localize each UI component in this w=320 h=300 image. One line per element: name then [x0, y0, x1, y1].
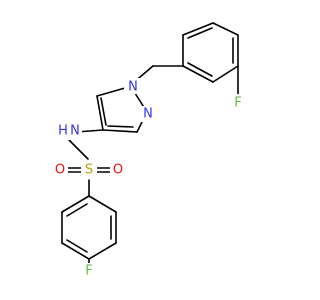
bond — [66, 203, 88, 217]
bond — [61, 195, 90, 213]
bond — [182, 22, 214, 36]
structure-drawing: N N H N S O O F F — [52, 22, 246, 279]
atom-n1: N — [128, 80, 138, 95]
atom-o-left: O — [55, 163, 65, 178]
bond — [212, 22, 239, 36]
bond — [61, 242, 90, 260]
bonds — [61, 22, 239, 267]
atom-nh-h: H — [58, 124, 68, 139]
bond — [88, 242, 117, 260]
bond — [182, 65, 214, 83]
bond — [102, 129, 138, 133]
bond — [187, 62, 213, 77]
atom-f-top: F — [234, 96, 241, 111]
bond — [68, 139, 89, 160]
atom-o-right: O — [113, 163, 123, 178]
bond — [187, 27, 213, 39]
atom-n2: N — [143, 107, 153, 122]
bond — [66, 239, 88, 253]
bond — [100, 97, 107, 126]
bond — [88, 195, 117, 213]
atom-f-bottom: F — [85, 264, 92, 279]
bond — [107, 125, 134, 128]
bond — [96, 95, 104, 131]
bond — [96, 87, 126, 97]
atom-nh-n: N — [70, 124, 80, 139]
bond — [212, 65, 239, 83]
molecule-diagram: N N H N S O O F F — [52, 22, 246, 279]
atom-s: S — [85, 163, 93, 178]
atom-labels: N N H N S O O F F — [52, 78, 246, 279]
